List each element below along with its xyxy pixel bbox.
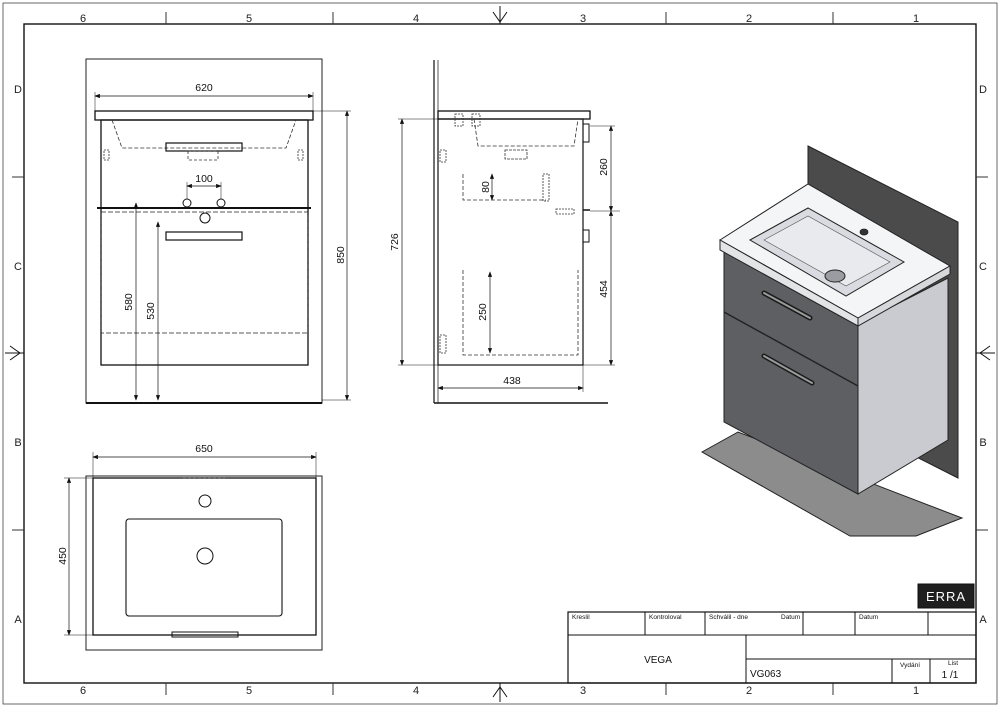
dim-lower-inner: 250 [477,303,489,321]
dim-upper-drawer: 260 [598,158,610,176]
zone-label-top: 1 [913,13,919,25]
zone-label-top: 4 [413,13,419,25]
list-label: List [948,660,958,667]
zone-label-bottom: 3 [580,685,586,697]
zone-label-top: 3 [580,13,586,25]
zone-label-top: 6 [80,13,86,25]
erra-logo: ERRA [917,583,975,609]
list-value: 1 /1 [942,670,959,681]
center-mark-bottom [492,683,508,702]
zone-label-bottom: 6 [80,685,86,697]
vydani-label: Vydání [900,662,920,669]
dim-top-depth: 450 [57,547,69,565]
side-view: 726 438 260 454 80 250 [389,60,620,404]
zone-label-right: D [979,84,987,96]
zone-label-right: C [979,261,987,273]
datum-label: Datum [781,614,800,621]
kreslil-label: Kreslil [572,614,590,621]
zone-label-right: A [979,614,987,626]
zone-label-bottom: 5 [246,685,252,697]
dim-tap-spacing: 100 [195,173,213,185]
center-mark-left [5,345,24,361]
product-code: VG063 [750,669,782,680]
center-mark-right [976,345,995,361]
title-block [567,611,977,684]
dim-front-width: 620 [195,82,213,94]
dim-body-height: 726 [389,233,401,251]
zone-label-left: C [14,261,22,273]
top-view: 650 450 [57,443,323,651]
dim-upper-inner: 80 [480,181,492,193]
datum-label: Datum [859,614,878,621]
center-mark-top [492,6,508,24]
dim-handle-height: 530 [145,302,157,320]
dim-top-width: 650 [195,443,213,455]
front-view: 620 100 850 580 530 [85,58,351,404]
kontroloval-label: Kontroloval [649,614,682,621]
zone-label-top: 2 [746,13,752,25]
dim-total-height: 850 [335,246,347,264]
zone-label-left: D [14,84,22,96]
dim-depth: 438 [503,375,521,387]
zone-label-bottom: 2 [746,685,752,697]
zone-label-right: B [979,437,986,449]
logo-text: ERRA [926,589,966,604]
isometric-render [700,145,964,537]
zone-label-left: A [14,614,22,626]
zone-label-bottom: 1 [913,685,919,697]
schvalil-label: Schválil - dne [709,614,748,621]
product-name: VEGA [644,655,672,666]
zone-label-top: 5 [246,13,252,25]
dim-lower-drawer: 454 [598,280,610,298]
zone-label-left: B [14,437,21,449]
dim-drain-height: 580 [123,293,135,311]
zone-label-bottom: 4 [413,685,419,697]
